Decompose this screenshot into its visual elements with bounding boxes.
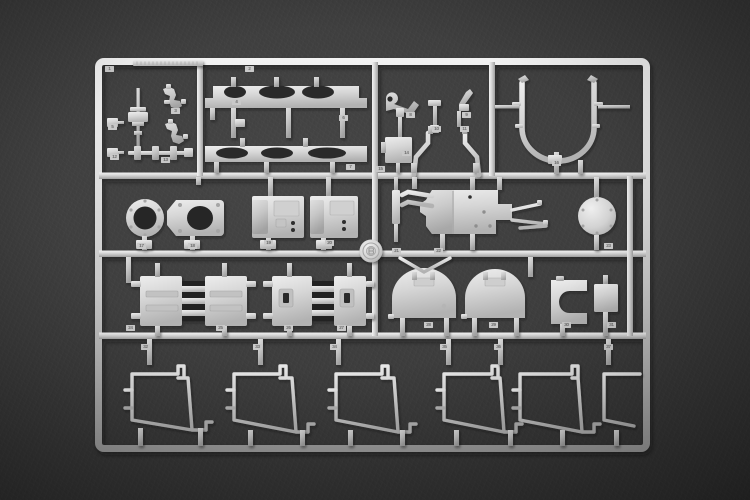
part-number-33: 33 [253,344,262,350]
part-number-9: 9 [462,112,471,118]
part-suspension-plate-right [263,263,374,336]
part-dome-shield-left [388,256,456,336]
wire-frame-panel-5-lugs [511,388,522,410]
part-number-21: 21 [392,248,401,254]
part-side-skirt-bar-lower [205,138,367,173]
crossbar-v-2 [372,62,378,176]
part-number-31: 31 [607,322,616,328]
part-number-17: 17 [137,243,146,249]
crossbar-v-4 [372,176,378,254]
part-number-6: 6 [339,115,348,121]
part-number-28: 28 [424,322,433,328]
wireframe-gates [138,339,619,446]
part-number-35: 35 [440,344,449,350]
part-number-5: 5 [108,124,117,130]
part-cruciform-upper [163,84,186,109]
part-number-22: 22 [434,248,443,254]
crossbar-v-3 [489,62,495,176]
part-number-37: 37 [604,344,613,350]
part-number-29: 29 [489,322,498,328]
part-number-23: 23 [604,243,613,249]
part-number-11: 11 [460,126,469,132]
part-connector-rod [128,146,193,160]
part-suspension-plate-left [126,257,256,336]
manufacturer-logo-medallion [359,239,383,263]
part-number-16: 16 [552,160,561,166]
part-number-32: 32 [141,344,150,350]
crossbar-v-5 [627,176,633,254]
part-number-19: 19 [264,240,273,246]
part-number-26: 26 [284,325,293,331]
part-cruciform-lower [165,119,188,144]
part-thin-rod [392,177,400,242]
wire-frame-panel-3-lugs [327,388,338,410]
part-number-4: 4 [232,99,241,105]
part-number-7: 7 [346,164,355,170]
wire-frame-panel-2-lugs [225,388,236,410]
part-vertical-rib-plate [128,88,148,146]
part-number-34: 34 [330,344,339,350]
wire-frame-panel-1-lugs [123,388,134,410]
crossbar-v-1 [197,62,203,176]
part-angled-lever [457,89,473,127]
part-round-disc-hatch [578,177,616,250]
part-dome-shield-right [461,257,533,336]
part-number-3: 3 [171,108,180,114]
part-box-block [381,137,412,173]
part-number-36: 36 [494,344,503,350]
part-small-tab [235,119,245,127]
part-small-square-block [594,275,618,336]
wire-frame-panel-5 [518,364,602,434]
part-number-18: 18 [188,243,197,249]
part-side-skirt-bar-upper [205,77,367,138]
part-flanged-housing [167,177,224,250]
part-number-24: 24 [126,325,135,331]
part-group-skirt-bars [205,77,367,173]
part-c-clamp-block [551,276,587,336]
crossbar-v-7 [627,254,633,336]
part-hook-fitting [386,92,419,139]
part-group-row2 [126,177,616,250]
part-group-row3 [126,256,618,336]
crossbar-v-6 [372,254,378,336]
part-number-13: 13 [161,157,170,163]
part-number-12: 12 [110,154,119,160]
part-gun-breech-assembly [399,177,548,250]
part-number-27: 27 [337,325,346,331]
part-number-1: 1 [105,66,114,72]
part-number-20: 20 [325,240,334,246]
part-number-30: 30 [562,322,571,328]
part-engine-block-right [310,177,358,250]
wire-frame-panel-4-lugs [435,388,446,410]
part-number-15: 15 [376,166,385,172]
part-number-25: 25 [216,325,225,331]
part-number-2: 2 [245,66,254,72]
wire-frame-panel-6 [602,372,642,428]
part-number-8: 8 [406,112,415,118]
part-number-14: 14 [402,150,411,156]
part-number-10: 10 [432,126,441,132]
part-serrated-strip [133,60,203,66]
